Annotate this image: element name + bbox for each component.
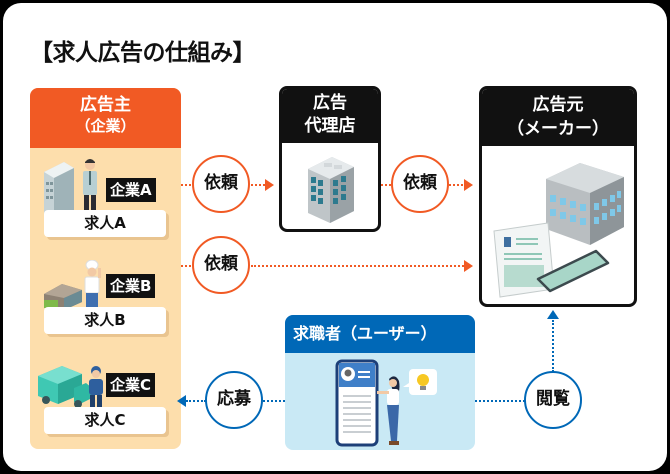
arrow-left-icon: [177, 395, 186, 407]
arrow-right-icon: [265, 179, 274, 191]
company-tag-c: 企業C: [106, 373, 156, 397]
flow-line-apply-left: [186, 400, 206, 402]
company-tag-b: 企業B: [106, 274, 156, 298]
diagram-frame: 【求人広告の仕組み】 広告主 （企業） 企業A 求人A: [3, 3, 667, 471]
agency-box: 広告 代理店: [279, 86, 381, 232]
building-resume-smartphone-icon: [493, 163, 624, 298]
media-heading-line1: 広告元: [532, 95, 584, 115]
request-circle-1: 依頼: [192, 155, 250, 213]
request-circle-3: 依頼: [192, 236, 250, 294]
agency-heading: 広告 代理店: [282, 89, 378, 143]
request-circle-2: 依頼: [391, 155, 449, 213]
media-heading: 広告元 （メーカー）: [482, 89, 634, 146]
arrow-right-icon: [464, 179, 473, 191]
job-card-a: 求人A: [44, 210, 166, 237]
diagram-title: 【求人広告の仕組み】: [30, 40, 256, 66]
restaurant-chef-icon: [44, 260, 101, 311]
job-seeker-panel: 求職者（ユーザー）: [285, 315, 475, 450]
apply-circle: 応募: [205, 371, 263, 429]
browse-label: 閲覧: [536, 389, 570, 409]
arrow-right-icon: [464, 260, 473, 272]
flow-line-apply-right: [263, 400, 285, 402]
request-label-1: 依頼: [204, 173, 238, 193]
flow-line-request-1-right: [251, 184, 265, 186]
office-building-businessman-icon: [44, 159, 97, 216]
flow-line-request-1-left: [181, 184, 195, 186]
apply-label: 応募: [217, 389, 251, 409]
job-card-b: 求人B: [44, 307, 166, 334]
flow-line-request-2-left: [381, 184, 395, 186]
flow-line-browse-horizontal: [475, 400, 525, 402]
media-box: 広告元 （メーカー）: [479, 86, 637, 307]
flow-line-request-3-right: [251, 265, 464, 267]
woman-smartphone-idea-icon: [335, 359, 437, 447]
flow-line-request-3-left: [181, 265, 195, 267]
advertiser-heading-subtitle: （企業）: [75, 117, 136, 135]
agency-heading-line1: 広告: [313, 93, 347, 113]
request-label-3: 依頼: [204, 254, 238, 274]
media-heading-line2: （メーカー）: [507, 119, 609, 139]
flow-line-browse-vertical: [552, 320, 554, 372]
request-label-2: 依頼: [403, 173, 437, 193]
browse-circle: 閲覧: [524, 371, 582, 429]
advertiser-heading: 広告主 （企業）: [30, 88, 181, 148]
job-seeker-heading: 求職者（ユーザー）: [285, 315, 475, 353]
company-tag-a: 企業A: [106, 178, 156, 202]
advertiser-panel: 広告主 （企業） 企業A 求人A: [30, 88, 181, 449]
agency-heading-line2: 代理店: [304, 116, 356, 136]
flow-line-request-2-right: [449, 184, 463, 186]
advertiser-heading-title: 広告主: [80, 95, 131, 115]
delivery-truck-worker-icon: [38, 366, 103, 408]
job-card-c: 求人C: [44, 407, 166, 434]
office-tower-icon: [308, 157, 354, 223]
arrow-up-icon: [547, 310, 559, 319]
